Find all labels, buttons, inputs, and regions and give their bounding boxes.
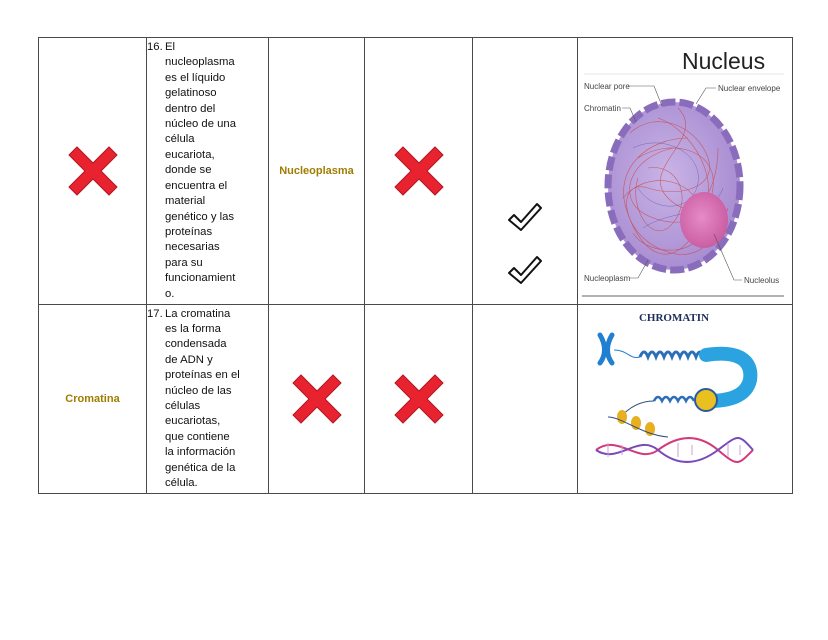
question-line: la información [165,446,236,459]
question-line: nucleoplasma [165,56,235,69]
diagram-cell-nucleus: Nucleus [577,37,793,305]
question-line: es el líquido [165,71,226,84]
question-line: es la forma [165,322,221,335]
question-line: o. [165,287,175,300]
nucleus-diagram: Nucleus [578,38,792,304]
question-number: 16. [147,41,163,54]
label-nucleoplasm: Nucleoplasm [584,274,631,283]
answer-table: 16.El nucleoplasma es el líquido gelatinoso… [38,37,793,494]
question-line: condensada [165,338,227,351]
term-cell-cromatina: Cromatina [38,304,147,494]
table-row: 16.El nucleoplasma es el líquido gelatinoso… [38,37,793,305]
chromatin-diagram: CHROMATIN [578,305,792,493]
table-row: Cromatina 17.La cromatina es la forma cond… [38,256,793,494]
question-number: 17. [147,307,163,320]
question-line: para su [165,256,203,269]
diagram-cell-chromatin: CHROMATIN [577,304,793,494]
cell-answer-2 [364,37,473,305]
question-line: proteínas [165,225,213,238]
question-text-16: 16.El nucleoplasma es el líquido gelatinoso… [147,40,268,302]
label-nuclear-envelope: Nuclear envelope [718,84,781,93]
label-chromatin: Chromatin [584,104,621,113]
diagram-title: Nucleus [682,48,765,74]
question-line: proteínas en el [165,369,240,382]
checkmark-icon [507,202,543,234]
question-text-17: 17.La cromatina es la forma condensada de A… [147,307,268,492]
question-line: célula [165,133,195,146]
label-nuclear-pore: Nuclear pore [584,82,630,91]
term-label: Nucleoplasma [279,165,354,177]
question-cell-17: 17.La cromatina es la forma condensada de A… [146,304,269,494]
question-line: dentro del [165,102,216,115]
diagram-title: CHROMATIN [639,312,709,324]
red-cross-icon [67,145,119,197]
question-line: núcleo de una [165,118,236,131]
term-cell-nucleoplasma: Nucleoplasma [268,37,365,305]
question-line: eucariota, [165,148,215,161]
question-line: núcleo de las [165,384,232,397]
question-line: de ADN y [165,353,213,366]
cell-answer-5 [364,304,473,494]
question-line: eucariotas, [165,415,221,428]
red-cross-icon [291,373,343,425]
question-cell-16: 16.El nucleoplasma es el líquido gelatinoso… [146,37,269,305]
cell-answer-6 [472,256,578,494]
question-line: células [165,400,201,412]
question-line: necesarias [165,241,220,254]
term-label: Cromatina [65,393,120,405]
cell-answer-4 [268,304,365,494]
question-line: material [165,195,206,208]
question-line: La cromatina [165,307,231,320]
question-line: gelatinoso [165,87,217,100]
cell-answer-3 [472,37,578,305]
checkmark-icon [507,255,543,287]
label-nucleolus: Nucleolus [744,276,779,285]
question-line: El [165,41,176,54]
cell-answer-1 [38,37,147,305]
question-line: funcionamient [165,272,236,285]
question-line: que contiene [165,430,230,443]
question-line: genético y las [165,210,235,223]
red-cross-icon [393,373,445,425]
question-line: célula. [165,477,198,490]
question-line: encuentra el [165,179,228,192]
red-cross-icon [393,145,445,197]
question-line: genética de la [165,461,236,474]
question-line: donde se [165,164,212,177]
